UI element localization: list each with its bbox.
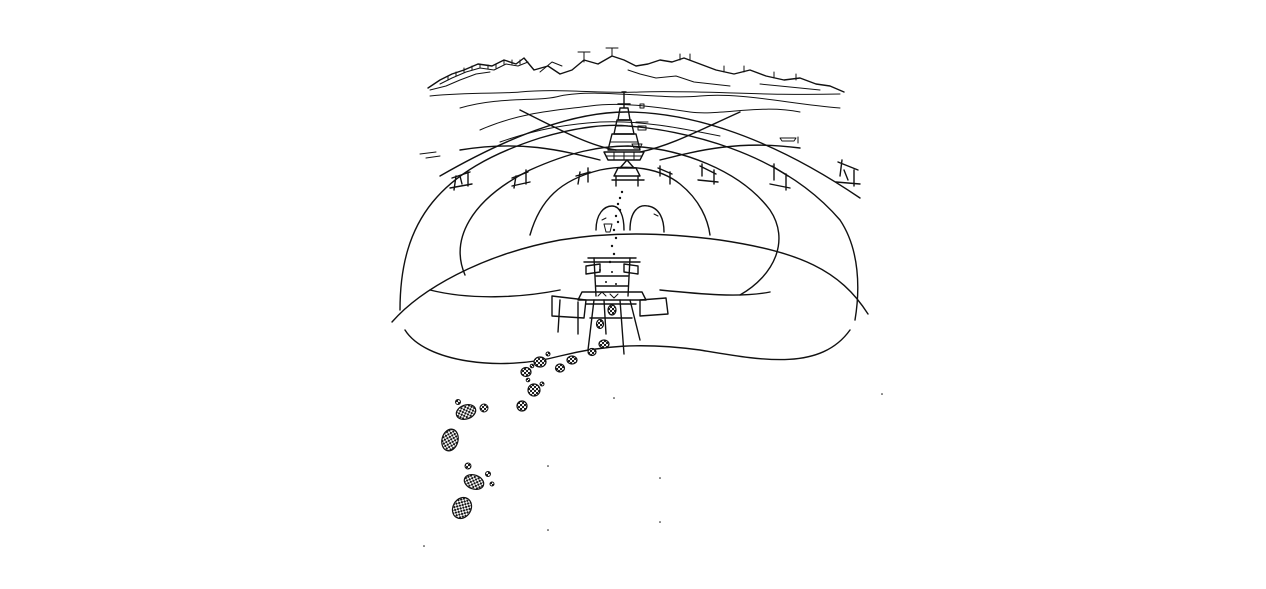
arch (595, 205, 665, 233)
dotted-trail (603, 190, 624, 264)
distant-markers (631, 103, 799, 149)
footprints (441, 304, 617, 520)
foreground-gate (551, 257, 669, 355)
great-wall (439, 47, 797, 85)
specks (423, 393, 883, 547)
ground-ridges (391, 109, 869, 365)
river-paths (419, 90, 841, 159)
gateway-row (449, 159, 861, 191)
shrine (611, 159, 645, 187)
mountain-range (427, 55, 845, 93)
tower (603, 91, 645, 161)
